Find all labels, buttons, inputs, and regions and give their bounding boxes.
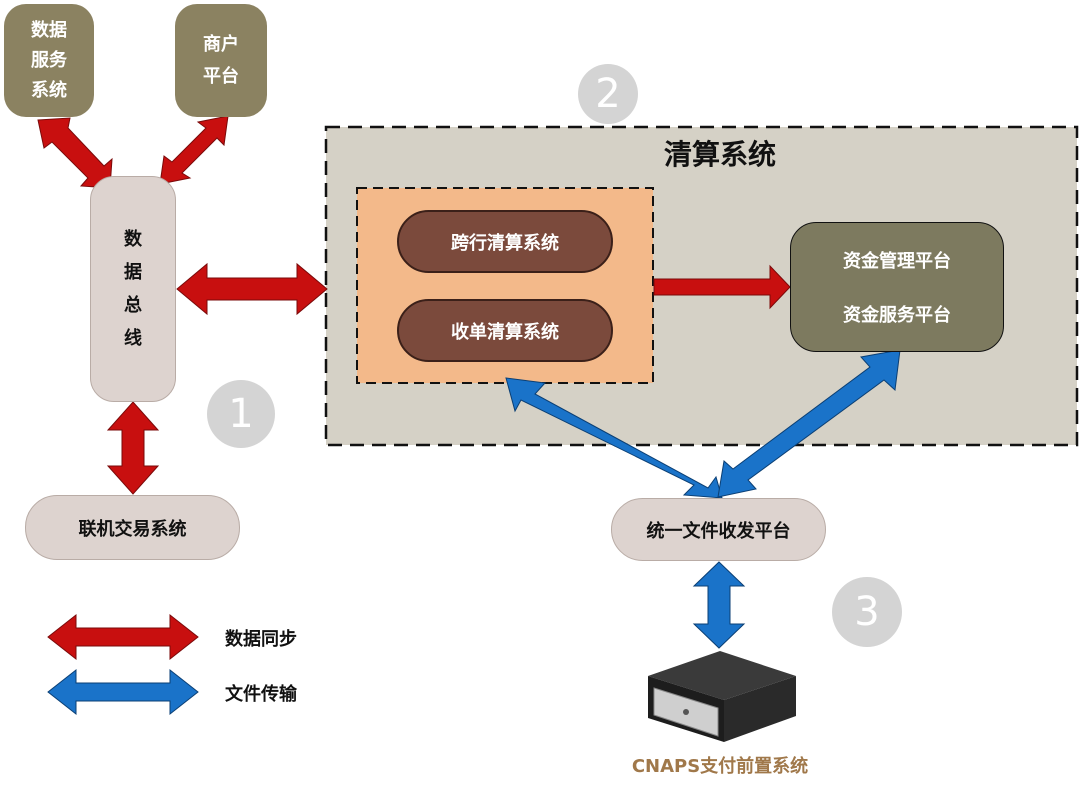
- interbank-clearing-system: 跨行清算系统: [397, 210, 613, 273]
- badge-3: 3: [832, 577, 902, 647]
- arrow-fileplatform-cnaps: [692, 561, 746, 649]
- legend-data-sync-label: 数据同步: [225, 629, 297, 650]
- server-icon: [648, 651, 796, 742]
- legend-red-arrow: [47, 613, 199, 661]
- clearing-system-title: 清算系统: [663, 138, 776, 171]
- arrow-merchant-databus: [159, 115, 229, 185]
- legend-file-transfer-label: 文件传输: [225, 684, 297, 705]
- arrow-databus-trading: [106, 401, 160, 495]
- online-trading-system: 联机交易系统: [25, 495, 240, 560]
- acquiring-clearing-system: 收单清算系统: [397, 299, 613, 362]
- cnaps-label: CNAPS支付前置系统: [631, 756, 809, 777]
- fund-platform: 资金管理平台 资金服务平台: [790, 222, 1004, 352]
- interbank-label: 跨行清算系统: [451, 232, 559, 254]
- acquiring-label: 收单清算系统: [451, 321, 559, 343]
- legend-blue-arrow: [47, 668, 199, 716]
- arrow-databus-clearing: [176, 262, 328, 316]
- data-bus: 数 据 总 线: [90, 176, 176, 402]
- fund-service-label: 资金服务平台: [843, 305, 951, 326]
- data-service-label: 数据 服务 系统: [31, 19, 67, 101]
- data-bus-label: 数 据 总 线: [124, 229, 142, 349]
- merchant-label: 商户 平台: [203, 33, 239, 87]
- badge-2: 2: [578, 64, 638, 124]
- arrow-fund-fileplatform: [717, 349, 901, 498]
- online-trading-label: 联机交易系统: [78, 518, 187, 540]
- fund-management-label: 资金管理平台: [843, 251, 951, 272]
- arrow-clearing-fund: [653, 264, 791, 310]
- badge-1: 1: [207, 380, 275, 448]
- data-service-system: 数据 服务 系统: [4, 4, 94, 117]
- file-platform-label: 统一文件收发平台: [646, 520, 791, 542]
- unified-file-platform: 统一文件收发平台: [611, 498, 826, 561]
- merchant-platform: 商户 平台: [175, 4, 267, 117]
- arrow-dataservice-databus: [37, 117, 113, 189]
